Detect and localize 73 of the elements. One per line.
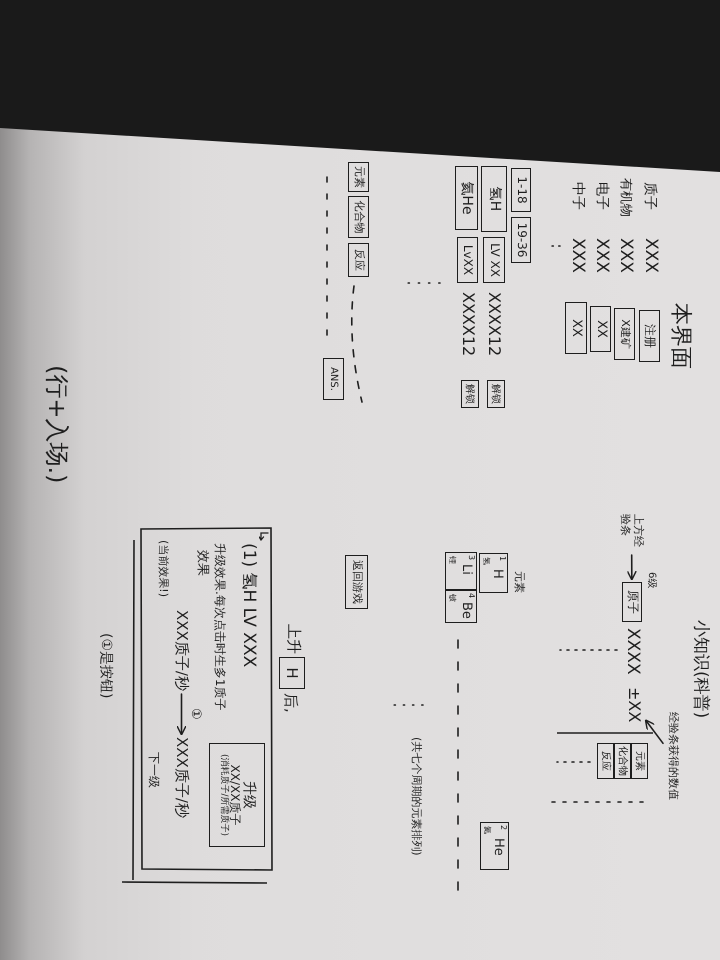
element-name: 锂: [448, 556, 457, 564]
count-text: XXX: [615, 238, 635, 273]
arrow: [644, 719, 664, 744]
tab-button: 反应: [597, 743, 614, 779]
progress-text: XXXX12: [458, 292, 477, 356]
resource-name: 有机物: [617, 178, 632, 217]
element-name: 铍: [448, 594, 457, 602]
progress-text: XXXX12: [484, 292, 503, 356]
unlock-button: 解锁: [461, 380, 479, 408]
note-text: (行+入场.): [42, 365, 70, 484]
arrow: [626, 554, 637, 581]
action-button: X建矿: [614, 308, 635, 360]
action-button: XX: [565, 302, 587, 354]
level-badge: LvXX: [457, 237, 478, 283]
atomic-number: 2: [498, 825, 508, 830]
value-text: XXXX: [622, 628, 642, 675]
unlock-button: 解锁: [487, 380, 505, 408]
annotation-text: 上方经验条: [618, 514, 644, 552]
caption-text: 元素: [512, 571, 525, 593]
action-button: XX: [590, 306, 611, 352]
element-name: 氢: [482, 557, 491, 565]
dialog-heading: (1) 氢H LV XXX: [238, 543, 258, 668]
tab-button: 元素: [348, 162, 369, 192]
element-symbol: Li: [458, 564, 473, 575]
element-symbol: H: [489, 569, 504, 579]
range-tab: 1-18: [511, 168, 531, 212]
resource-name: 电子: [594, 182, 610, 210]
value-text: ±XX: [624, 687, 643, 722]
upgrade-button: 升级 XX/XX质子 (消耗质子/所需质子): [209, 743, 265, 847]
tab-button: 化合物: [614, 743, 631, 779]
caption-text: 下一级: [146, 752, 160, 788]
resource-name: 质子: [642, 182, 658, 210]
caption-text: 效果: [194, 550, 209, 576]
level-text: 6级: [646, 572, 657, 588]
element-tile: [445, 552, 477, 590]
action-button: 注册: [639, 310, 660, 362]
annotation-text: 经验条获得的数值: [666, 712, 679, 800]
section-heading: 小知识(科普): [690, 620, 710, 718]
ans-button: ANS.: [323, 358, 344, 400]
element-badge: H: [279, 657, 305, 689]
arrow: [176, 693, 187, 736]
note-text: (共七个周期的元素排列): [409, 737, 422, 856]
caption-text: 后,: [282, 693, 299, 713]
atomic-number: 1: [498, 556, 507, 562]
caption-text: (当前效果!): [156, 540, 169, 597]
element-name: 氦: [482, 826, 492, 834]
description-text: 升级效果.每次点击时生多1质子: [212, 543, 226, 710]
caption-text: 上升: [284, 624, 302, 654]
edge-label: ①: [187, 708, 202, 720]
tab-button: 化合物: [348, 196, 369, 238]
count-text: XXX: [640, 238, 660, 273]
element-tile: [445, 590, 477, 623]
rate-text: XXX质子/秒: [172, 737, 190, 818]
resource-name: 中子: [570, 182, 586, 210]
element-tile: [479, 553, 508, 593]
element-tile: [480, 822, 509, 870]
level-badge: 原子: [622, 582, 642, 622]
level-badge: LV XX: [483, 237, 505, 283]
count-text: XXX: [567, 238, 587, 273]
atomic-number: 4: [466, 593, 476, 598]
note-text: (①是按钮): [98, 633, 114, 698]
return-button: 返回游戏: [345, 555, 368, 609]
element-symbol: He: [490, 838, 505, 856]
range-tab: 19-36: [511, 217, 531, 263]
element-button: 氢H: [481, 166, 507, 232]
rate-text: XXX质子/秒: [172, 610, 190, 691]
page-title: 本界面: [668, 303, 693, 369]
element-button: 氦He: [455, 166, 478, 230]
tab-button: 反应: [348, 243, 369, 277]
atomic-number: 3: [466, 555, 476, 560]
element-symbol: Be: [458, 602, 473, 619]
count-text: XXX: [591, 238, 611, 273]
tab-button: 元素: [631, 743, 648, 779]
